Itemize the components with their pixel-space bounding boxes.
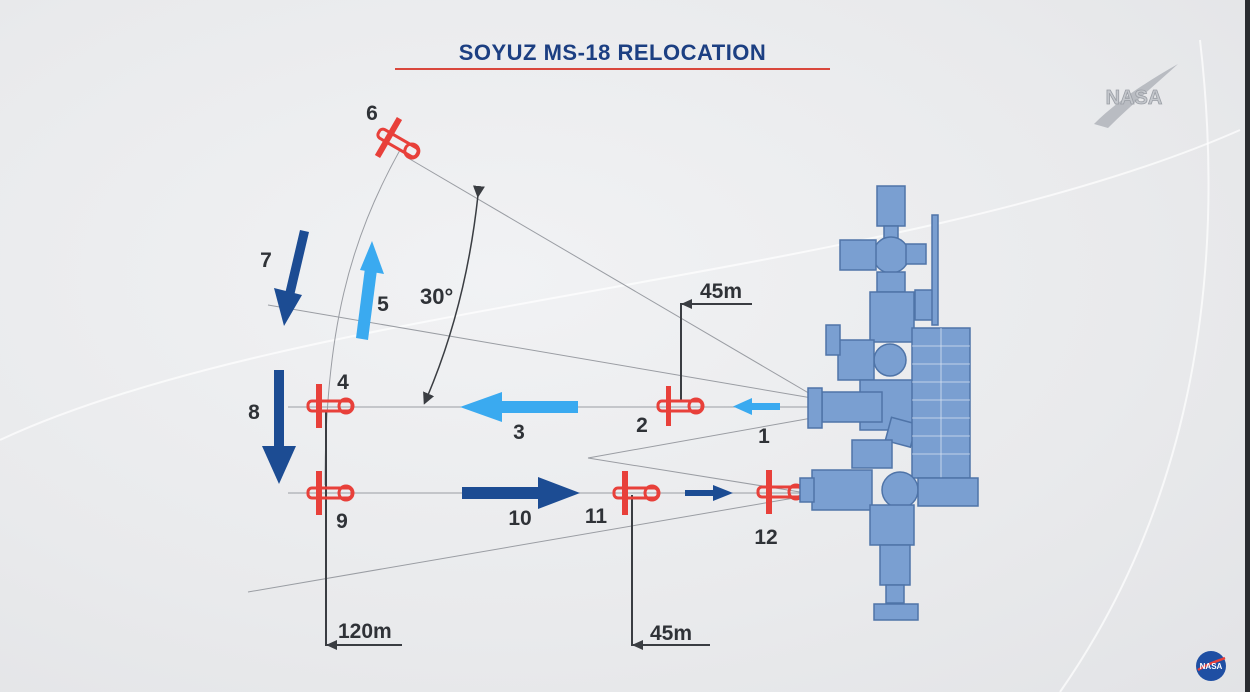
distance-label-upper-45m: 45m <box>700 280 743 303</box>
step-label-4: 4 <box>337 371 349 394</box>
step-label-9: 9 <box>336 510 348 533</box>
page-title: SOYUZ MS-18 RELOCATION <box>458 40 767 65</box>
soyuz-position-4 <box>306 384 355 428</box>
soyuz-position-11 <box>612 471 661 515</box>
nasa-logo-text: NASA <box>1106 87 1163 109</box>
angle-arc <box>423 185 485 405</box>
soyuz-position-6 <box>374 116 421 160</box>
step-label-3: 3 <box>513 421 525 444</box>
step-label-5: 5 <box>377 293 389 316</box>
soyuz-position-2 <box>656 386 705 426</box>
soyuz-position-12 <box>756 470 805 514</box>
distance-label-120m: 120m <box>338 620 392 643</box>
arrow-1 <box>733 398 780 415</box>
step-label-11: 11 <box>584 505 608 528</box>
step-label-10: 10 <box>508 507 532 530</box>
title-underline <box>395 68 830 70</box>
step-label-7: 7 <box>260 249 272 272</box>
nasa-meatball-icon: NASA <box>1196 651 1226 681</box>
step-label-6: 6 <box>366 102 378 125</box>
window-edge <box>1245 0 1250 692</box>
angle-label: 30° <box>420 284 454 309</box>
step-label-1: 1 <box>758 425 770 448</box>
space-station <box>799 185 979 621</box>
step-label-12: 12 <box>754 526 778 549</box>
arrow-8 <box>262 370 296 484</box>
arrow-10 <box>462 477 580 509</box>
background-arc <box>0 129 1241 441</box>
arrow-7 <box>274 230 309 326</box>
nasa-logo-icon: NASA <box>1094 64 1178 128</box>
step-label-2: 2 <box>636 414 648 437</box>
distance-arrowheads <box>326 299 692 650</box>
nasa-meatball-text: NASA <box>1200 662 1223 671</box>
arrow-11 <box>685 485 733 501</box>
arrow-5 <box>356 241 384 340</box>
soyuz-position-9 <box>306 471 355 515</box>
arrow-3 <box>460 392 578 422</box>
distance-label-lower-45m: 45m <box>650 622 693 645</box>
step-label-8: 8 <box>248 401 260 424</box>
background-arc <box>1059 39 1210 692</box>
